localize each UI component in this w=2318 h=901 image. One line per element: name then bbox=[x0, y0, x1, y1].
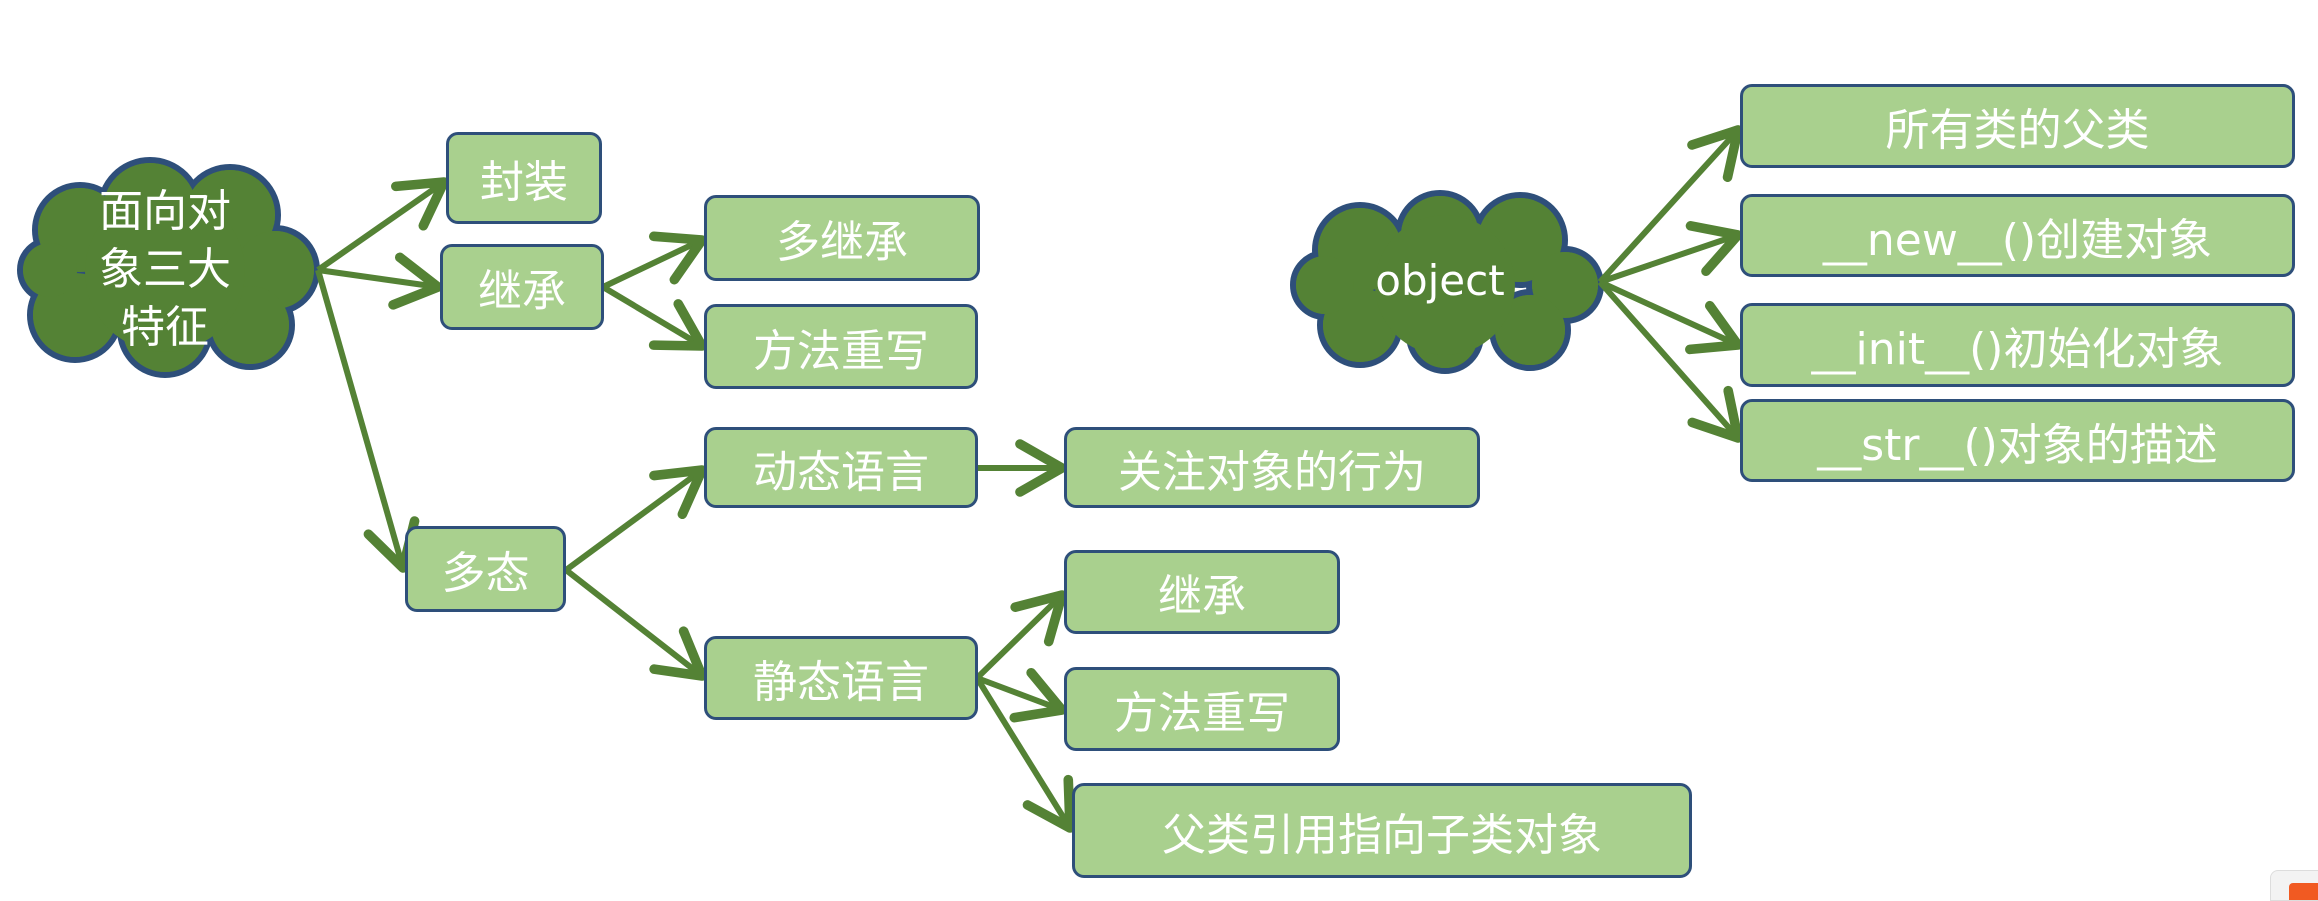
object-item-init: __init__()初始化对象 bbox=[1740, 303, 2295, 387]
node-inheritance: 继承 bbox=[440, 244, 604, 330]
object-item-parent-class: 所有类的父类 bbox=[1740, 84, 2295, 168]
cloud-shape-features bbox=[17, 157, 320, 378]
node-multiple-inheritance: 多继承 bbox=[704, 195, 980, 281]
object-item-str: __str__()对象的描述 bbox=[1740, 399, 2295, 482]
arrow-inheritance-to-multi bbox=[601, 231, 707, 290]
cloud-features-label: 面向对 象三大 特征 bbox=[60, 180, 270, 360]
node-static-language: 静态语言 bbox=[704, 636, 978, 720]
node-encapsulation: 封装 bbox=[446, 132, 602, 224]
arrow-object-to-item-2 bbox=[1599, 221, 1743, 285]
arrow-object-to-item-1 bbox=[1597, 125, 1743, 285]
arrow-root-to-encapsulation bbox=[316, 177, 449, 273]
node-method-override: 方法重写 bbox=[704, 304, 978, 389]
object-item-new: __new__()创建对象 bbox=[1740, 194, 2295, 277]
node-static-inheritance: 继承 bbox=[1064, 550, 1340, 634]
arrow-object-to-item-4 bbox=[1597, 280, 1743, 443]
arrow-root-to-inheritance bbox=[317, 252, 443, 310]
arrow-static-to-override bbox=[975, 667, 1067, 723]
arrow-poly-to-static bbox=[564, 567, 707, 681]
root-line-1: 面向对 bbox=[99, 186, 231, 237]
cloud-shape-object bbox=[1290, 190, 1604, 374]
arrow-static-to-inheritance bbox=[974, 590, 1067, 681]
node-parent-ref: 父类引用指向子类对象 bbox=[1072, 783, 1692, 878]
arrow-poly-to-dynamic bbox=[564, 465, 707, 573]
arrow-inheritance-to-override bbox=[601, 284, 707, 351]
orange-logo-icon bbox=[2289, 883, 2318, 900]
node-polymorphism: 多态 bbox=[405, 526, 566, 612]
root-line-3: 特征 bbox=[121, 302, 209, 353]
arrow-static-to-parent-ref bbox=[974, 676, 1075, 833]
arrow-object-to-item-3 bbox=[1598, 279, 1743, 355]
node-dynamic-focus: 关注对象的行为 bbox=[1064, 427, 1480, 508]
node-dynamic-language: 动态语言 bbox=[704, 427, 978, 508]
arrow-root-to-polymorphism bbox=[315, 269, 420, 573]
app-tray-icon[interactable] bbox=[2270, 870, 2318, 901]
cloud-object-label: object bbox=[1375, 255, 1505, 305]
node-static-override: 方法重写 bbox=[1064, 667, 1340, 751]
root-line-2: 象三大 bbox=[99, 244, 231, 295]
